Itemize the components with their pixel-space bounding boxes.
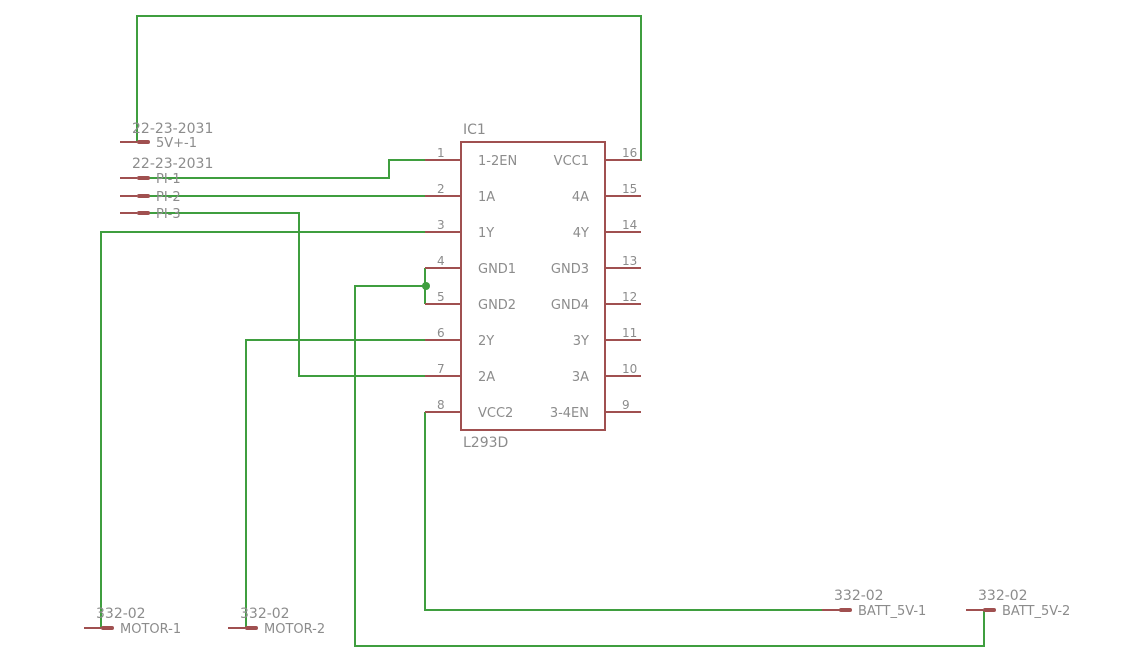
motor1-value: 332-02	[96, 606, 146, 622]
batt1-pin-label: BATT_5V-1	[858, 604, 926, 619]
pin-name: 3-4EN	[550, 406, 589, 421]
pin-name: 3A	[572, 370, 589, 385]
motor-connector-1[interactable]: 332-02 MOTOR-1	[84, 606, 181, 637]
net-enable[interactable]	[149, 159, 425, 179]
ic-name: IC1	[463, 122, 486, 138]
connector-pin-pad	[101, 626, 114, 630]
connector-pin-pad	[137, 176, 150, 180]
batt2-value: 332-02	[978, 588, 1028, 604]
pin-name: GND4	[551, 298, 589, 313]
net-gnd-batt[interactable]	[354, 285, 985, 647]
ic-value: L293D	[463, 435, 508, 451]
batt1-value: 332-02	[834, 588, 884, 604]
pin-number: 16	[622, 146, 637, 160]
pin-name: 3Y	[573, 334, 589, 349]
net-input-2a[interactable]	[149, 212, 425, 377]
header2-pin-label: PI-2	[156, 190, 181, 205]
wires	[100, 15, 985, 647]
battery-connector-1[interactable]: 332-02 BATT_5V-1	[822, 588, 926, 619]
ic-left-pins: 1 2 3 4 5 6 7 8 1-2EN 1A 1Y GND1 GND2 2Y…	[425, 146, 517, 421]
connector-pin-pad	[839, 608, 852, 612]
motor-connector-2[interactable]: 332-02 MOTOR-2	[228, 606, 325, 637]
pin-name: GND1	[478, 262, 516, 277]
pin-name: 4Y	[573, 226, 589, 241]
ic1-l293d[interactable]: IC1 L293D 1 2 3 4 5 6 7 8 1-2EN 1A 1Y GN…	[425, 122, 641, 451]
ic-body	[460, 141, 606, 431]
pin-name: VCC2	[478, 406, 513, 421]
pin-number: 8	[437, 398, 445, 412]
pin-number: 7	[437, 362, 445, 376]
pin-number: 4	[437, 254, 445, 268]
connector-pin-pad	[137, 140, 150, 144]
pin-number: 5	[437, 290, 445, 304]
pin-name: GND3	[551, 262, 589, 277]
motor2-value: 332-02	[240, 606, 290, 622]
pin-name: 2Y	[478, 334, 494, 349]
pin-name: 4A	[572, 190, 589, 205]
pin-name: VCC1	[554, 154, 589, 169]
net-vcc1[interactable]	[136, 15, 642, 161]
net-vcc2-batt[interactable]	[424, 412, 840, 611]
pin-name: 2A	[478, 370, 495, 385]
net-output-2y[interactable]	[245, 339, 425, 628]
header2-value: 22-23-2031	[132, 156, 213, 172]
pin-number: 11	[622, 326, 637, 340]
header2-pin-label: PI-3	[156, 207, 181, 222]
pin-number: 15	[622, 182, 637, 196]
connector-pin-pad	[137, 211, 150, 215]
connector-pin-pad	[137, 194, 150, 198]
pin-number: 1	[437, 146, 445, 160]
connector-pin-pad	[983, 608, 996, 612]
header-connector-pi[interactable]: 22-23-2031 PI-1 PI-2 PI-3	[120, 156, 213, 222]
pin-number: 10	[622, 362, 637, 376]
net-output-1y[interactable]	[100, 231, 425, 628]
pin-name: 1-2EN	[478, 154, 517, 169]
pin-number: 9	[622, 398, 630, 412]
connector-pin-pad	[245, 626, 258, 630]
batt2-pin-label: BATT_5V-2	[1002, 604, 1070, 619]
pin-number: 14	[622, 218, 637, 232]
motor2-pin-label: MOTOR-2	[264, 622, 325, 637]
header2-pin-label: PI-1	[156, 172, 181, 187]
pin-number: 3	[437, 218, 445, 232]
junction-dot	[422, 282, 430, 290]
battery-connector-2[interactable]: 332-02 BATT_5V-2	[966, 588, 1070, 619]
pin-number: 13	[622, 254, 637, 268]
header1-pin-label: 5V+-1	[156, 136, 197, 151]
ic-right-pins: 16 15 14 13 12 11 10 9 VCC1 4A 4Y GND3 G…	[550, 146, 641, 421]
pin-name: GND2	[478, 298, 516, 313]
pin-number: 2	[437, 182, 445, 196]
pin-name: 1Y	[478, 226, 494, 241]
header1-value: 22-23-2031	[132, 121, 213, 137]
motor1-pin-label: MOTOR-1	[120, 622, 181, 637]
pin-number: 6	[437, 326, 445, 340]
pin-number: 12	[622, 290, 637, 304]
pin-name: 1A	[478, 190, 495, 205]
header-connector-5v[interactable]: 22-23-2031 5V+-1	[120, 121, 213, 151]
